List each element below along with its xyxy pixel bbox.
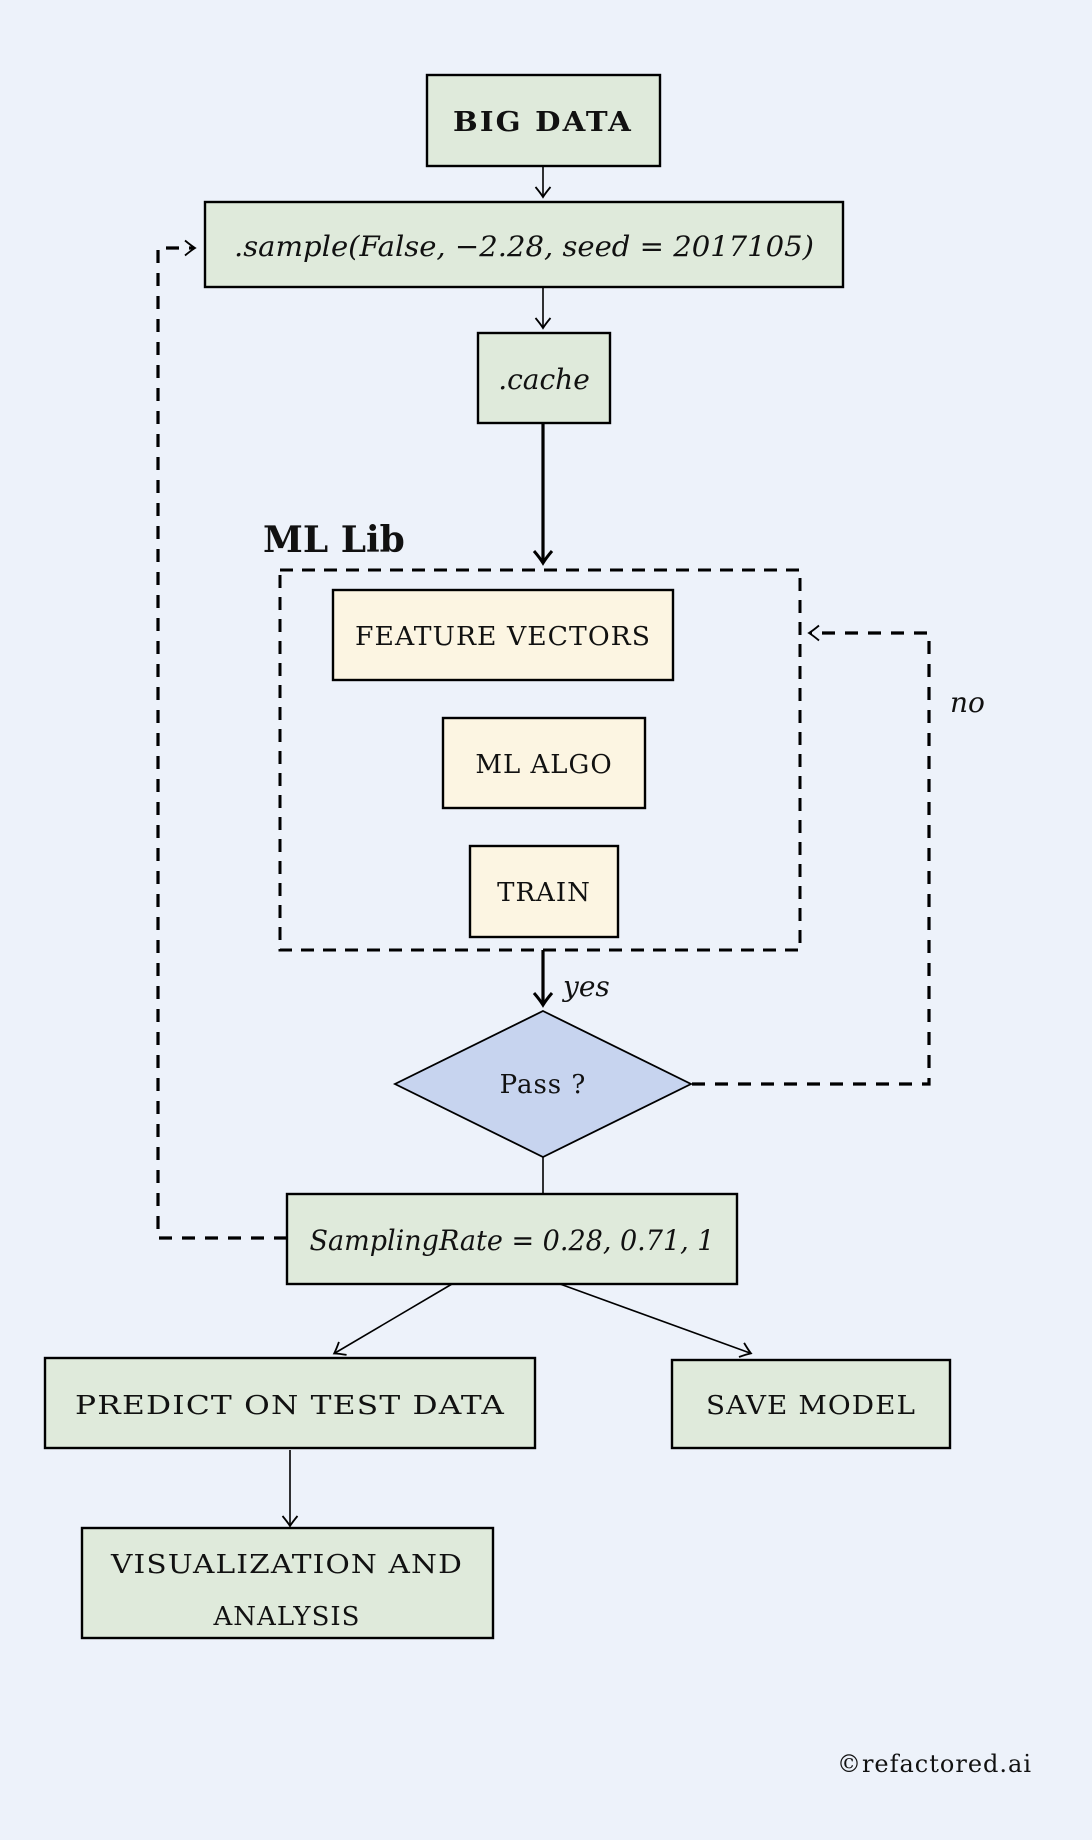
node-predict: PREDICT ON TEST DATA — [43, 1356, 537, 1450]
node-big-data-label: BIG DATA — [453, 107, 633, 138]
node-feature-vectors: FEATURE VECTORS — [331, 588, 675, 682]
node-sample-label: .sample(False, −2.28, seed = 2017105) — [234, 230, 814, 263]
node-ml-algo-label: ML ALGO — [475, 750, 612, 780]
node-train: TRAIN — [468, 844, 620, 939]
node-sampling-rate: SamplingRate = 0.28, 0.71, 1 — [285, 1192, 739, 1286]
edge-no-feedback-dashed — [692, 624, 931, 1086]
node-visualization-label-line1: VISUALIZATION AND — [110, 1550, 463, 1580]
node-cache: .cache — [476, 331, 612, 425]
node-sampling-rate-label: SamplingRate = 0.28, 0.71, 1 — [310, 1224, 715, 1257]
node-cache-label: .cache — [498, 363, 590, 396]
edge-samplingrate-to-savemodel — [559, 1283, 753, 1358]
footer-credit: ©refactored.ai — [837, 1750, 1032, 1778]
ml-lib-group-title: ML Lib — [263, 519, 405, 561]
edge-label-no: no — [950, 686, 985, 719]
node-save-model: SAVE MODEL — [670, 1358, 952, 1450]
edge-samplingrate-to-predict — [332, 1283, 453, 1356]
node-train-label: TRAIN — [497, 878, 591, 908]
node-visualization: VISUALIZATION AND ANALYSIS — [80, 1526, 495, 1640]
node-ml-algo: ML ALGO — [441, 716, 647, 810]
node-feature-vectors-label: FEATURE VECTORS — [355, 622, 651, 652]
edge-resample-feedback-dashed — [156, 239, 287, 1240]
decision-pass: Pass ? — [392, 1009, 694, 1159]
node-visualization-label-line2: ANALYSIS — [213, 1602, 361, 1632]
ml-lib-group-box — [278, 568, 802, 952]
node-predict-label: PREDICT ON TEST DATA — [75, 1391, 505, 1421]
node-save-model-label: SAVE MODEL — [706, 1391, 916, 1421]
node-sample: .sample(False, −2.28, seed = 2017105) — [203, 200, 845, 289]
edge-label-yes: yes — [561, 970, 610, 1003]
node-big-data: BIG DATA — [425, 73, 662, 168]
decision-pass-label: Pass ? — [500, 1070, 587, 1100]
